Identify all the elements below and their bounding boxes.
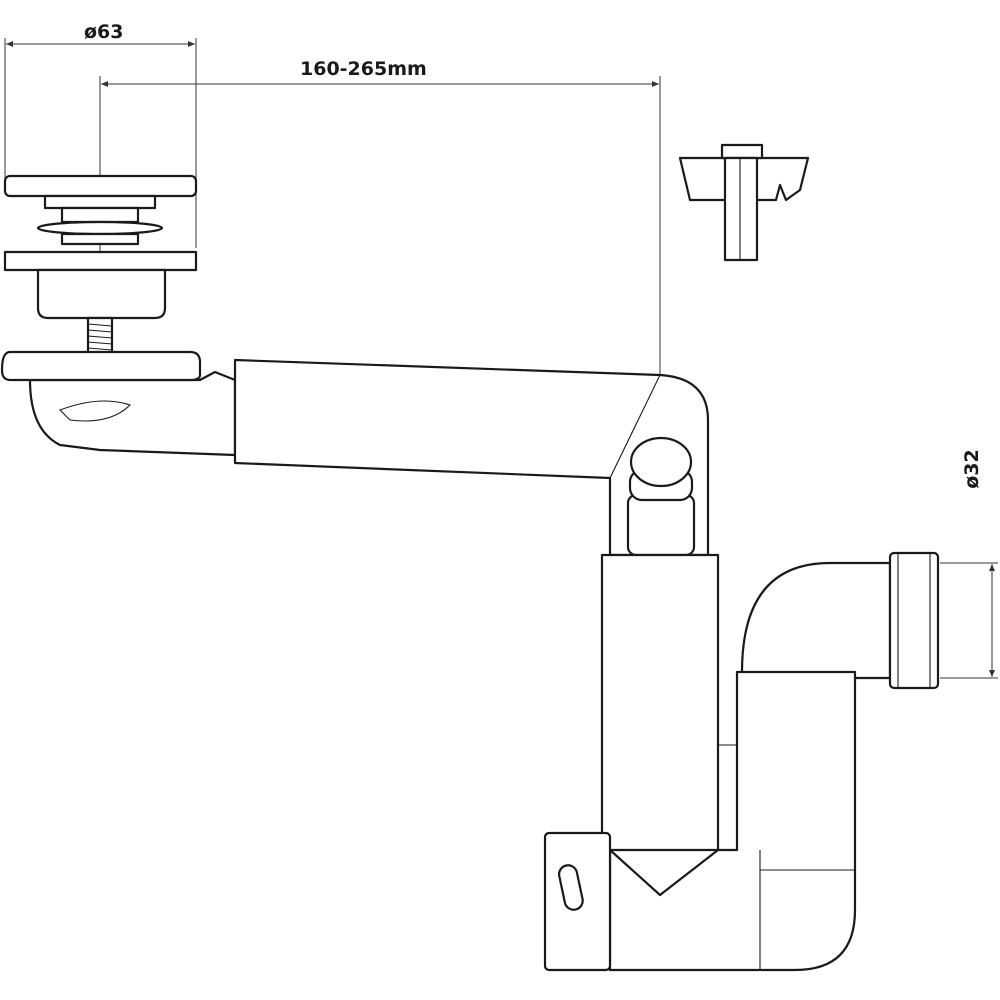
outlet-diameter-label: ø32 <box>960 449 983 489</box>
stopper-diameter-label: ø63 <box>84 21 124 43</box>
clip-part <box>678 143 810 262</box>
dimension-stopper <box>4 38 197 248</box>
stopper <box>3 174 198 356</box>
drain-outlet <box>0 350 237 457</box>
reach-label: 160-265mm <box>300 58 427 80</box>
dimension-outlet <box>940 562 998 679</box>
overflow-connector <box>626 436 696 557</box>
trap <box>543 551 940 972</box>
